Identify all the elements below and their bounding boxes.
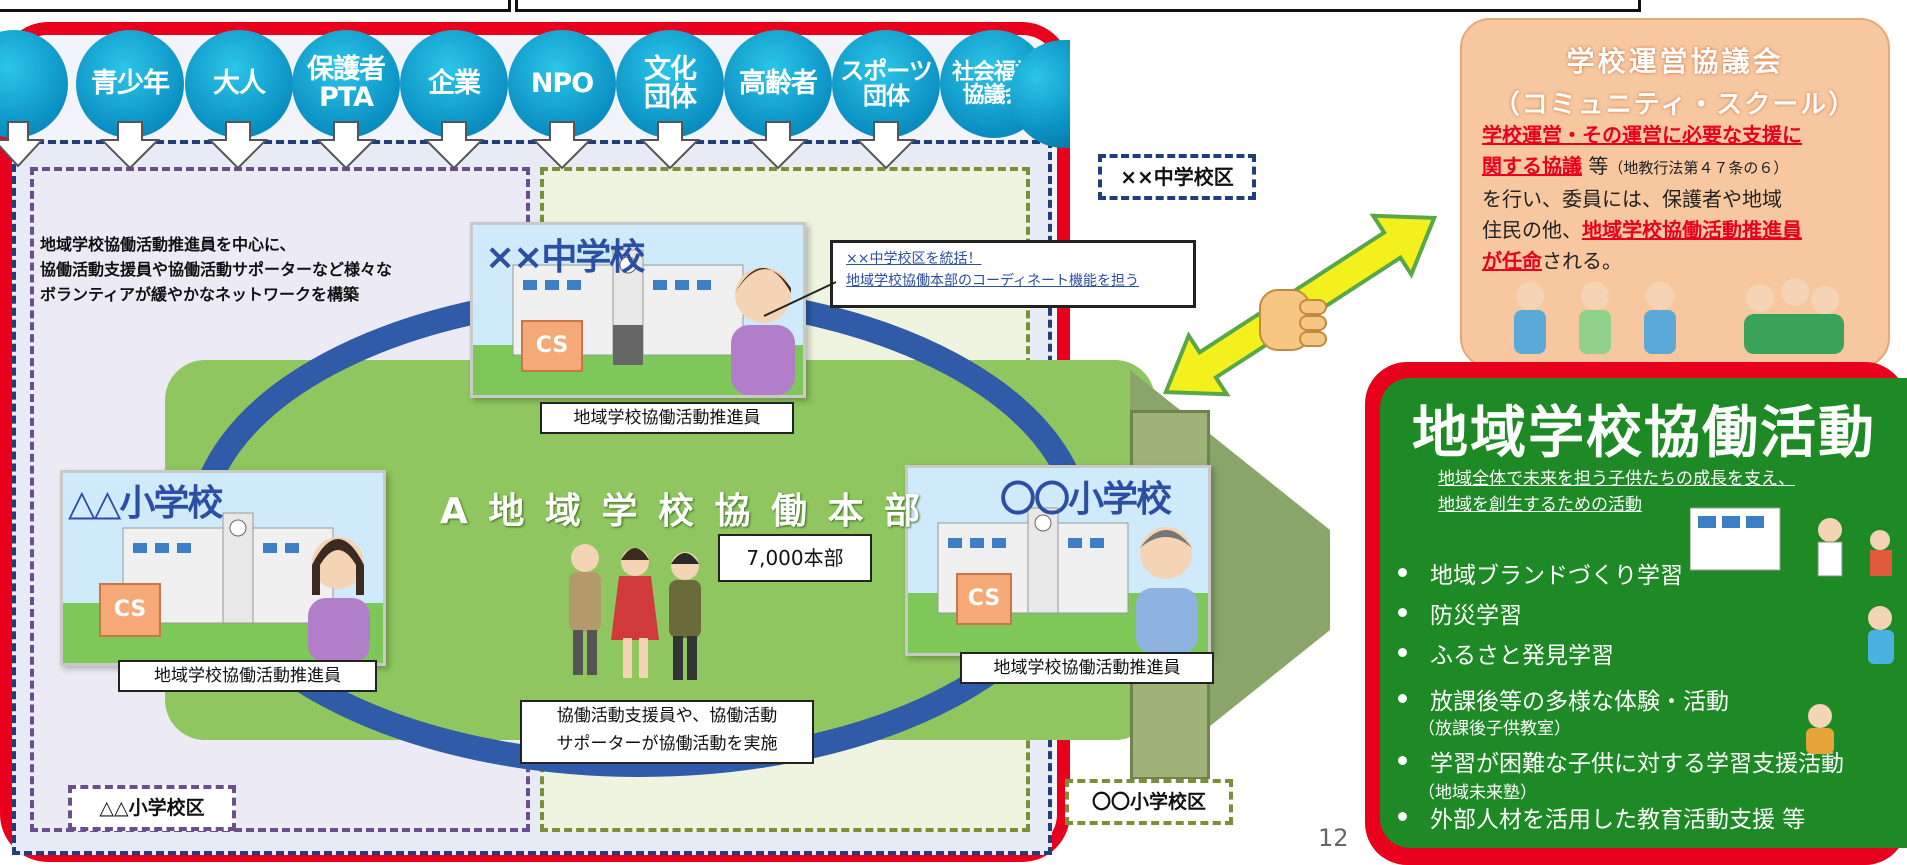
stakeholder-circle: 文化 団体: [616, 30, 724, 138]
bullet-icon: [1398, 694, 1407, 703]
hq-count: 7,000本部: [718, 534, 872, 582]
stakeholder-circle: NPO: [508, 30, 616, 138]
stakeholder-label: スポーツ 団体: [840, 56, 933, 110]
header-box-right: [515, 0, 1641, 12]
activity-desc-1: 地域全体で未来を担う子供たちの成長を支え、: [1438, 469, 1795, 489]
stakeholder-label: 文化 団体: [644, 53, 697, 113]
activity-item: 放課後等の多様な体験・活動: [1430, 689, 1729, 715]
callout-text: ××中学校区を統括！ 地域学校協働本部のコーディネート機能を担う: [846, 251, 1140, 289]
activity-panel: [1380, 378, 1907, 848]
activity-item: ふるさと発見学習: [1430, 643, 1614, 669]
stakeholder-circle: 大人: [185, 30, 293, 138]
callout-pointer: [763, 281, 837, 317]
council-line2-rest: 等: [1588, 154, 1609, 178]
activity-item: 外部人材を活用した教育活動支援 等: [1430, 807, 1806, 833]
bullet-icon: [1398, 756, 1407, 765]
council-members-illustration: [1514, 278, 1844, 354]
middle-school-card: CS: [470, 222, 806, 398]
stakeholder-row: 青少年 大人 保護者 PTA 企業 NPO 文化 団体 高齢者 スポーツ 団体 …: [0, 30, 1070, 148]
hand-icon: [1259, 289, 1327, 351]
right-school-caption: 地域学校協働活動推進員: [960, 652, 1214, 684]
council-line2-note: （地教行法第４７条の６）: [1608, 159, 1789, 177]
activity-desc-2: 地域を創生するための活動: [1438, 495, 1642, 515]
left-area-label: △△小学校区: [68, 785, 236, 831]
stakeholder-circle: 企業: [400, 30, 508, 138]
activity-title: 地域学校協働活動: [1412, 401, 1876, 466]
stakeholder-label: 企業: [428, 67, 481, 99]
activity-item: 防災学習: [1430, 603, 1522, 629]
volunteers-illustration: [569, 544, 701, 680]
right-area-label: 〇〇小学校区: [1065, 779, 1233, 825]
school-building-icon: [908, 468, 1208, 653]
council-line1: 学校運営・その運営に必要な支援に: [1482, 123, 1802, 147]
student-illustration: [1806, 704, 1834, 754]
header-box-left: [0, 0, 511, 12]
middle-school-caption: 地域学校協働活動推進員: [540, 402, 794, 434]
classroom-illustration: [1690, 507, 1892, 577]
middle-school-name: ××中学校: [485, 237, 645, 278]
council-line5-rest: される。: [1542, 249, 1622, 273]
stakeholder-label: NPO: [530, 67, 594, 99]
activity-item: 地域ブランドづくり学習: [1430, 563, 1683, 589]
bullet-icon: [1398, 648, 1407, 657]
down-arrows: [0, 121, 917, 170]
bullet-icon: [1398, 568, 1407, 577]
bullet-icon: [1398, 608, 1407, 617]
left-school-caption: 地域学校協働活動推進員: [118, 660, 377, 692]
cs-badge: CS: [521, 320, 583, 372]
network-description: 地域学校協働活動推進員を中心に、 協働活動支援員や協働活動サポーターなど様々な …: [40, 235, 393, 304]
stakeholder-circle: スポーツ 団体: [832, 30, 940, 138]
stakeholder-label: 青少年: [91, 67, 170, 99]
cs-badge: CS: [956, 573, 1012, 625]
right-school-name: 〇〇小学校: [1000, 479, 1172, 520]
council-description: 学校運営・その運営に必要な支援に 関する協議 等（地教行法第４７条の６） を行い…: [1482, 120, 1882, 277]
support-description: 協働活動支援員や、協働活動 サポーターが協働活動を実施: [520, 700, 814, 764]
stakeholder-label: 高齢者: [739, 67, 818, 99]
cs-badge: CS: [99, 583, 161, 637]
council-line5-red: が任命: [1482, 249, 1542, 273]
left-school-card: CS: [60, 470, 386, 666]
council-title: 学校運営協議会: [1566, 45, 1784, 78]
council-line4-red: 地域学校協働活動推進員: [1582, 218, 1802, 242]
page-number: 12: [1318, 824, 1349, 852]
stakeholder-circle: 保護者 PTA: [292, 30, 400, 138]
council-line4-a: 住民の他、: [1482, 218, 1582, 242]
district-label: ××中学校区: [1098, 154, 1256, 200]
bullet-icon: [1398, 812, 1407, 821]
council-line3: を行い、委員には、保護者や地域: [1482, 187, 1782, 211]
council-subtitle: （コミュニティ・スクール）: [1493, 90, 1857, 120]
stakeholder-circle: 高齢者: [724, 30, 832, 138]
activity-subitem: （放課後子供教室）: [1418, 719, 1571, 739]
hq-title: A 地 域 学 校 協 働 本 部: [440, 491, 925, 532]
stakeholder-label: 大人: [213, 67, 266, 99]
stakeholder-circle: 青少年: [76, 30, 184, 138]
council-line2-red: 関する協議: [1482, 154, 1582, 178]
activity-item: 学習が困難な子供に対する学習支援活動: [1430, 751, 1844, 777]
right-school-card: CS: [905, 465, 1211, 656]
activity-subitem: （地域未来塾）: [1418, 783, 1537, 803]
left-school-name: △△小学校: [68, 483, 223, 524]
stakeholder-label: 保護者 PTA: [307, 53, 386, 113]
callout-box: [830, 240, 1196, 308]
children-illustration: [1868, 606, 1894, 664]
